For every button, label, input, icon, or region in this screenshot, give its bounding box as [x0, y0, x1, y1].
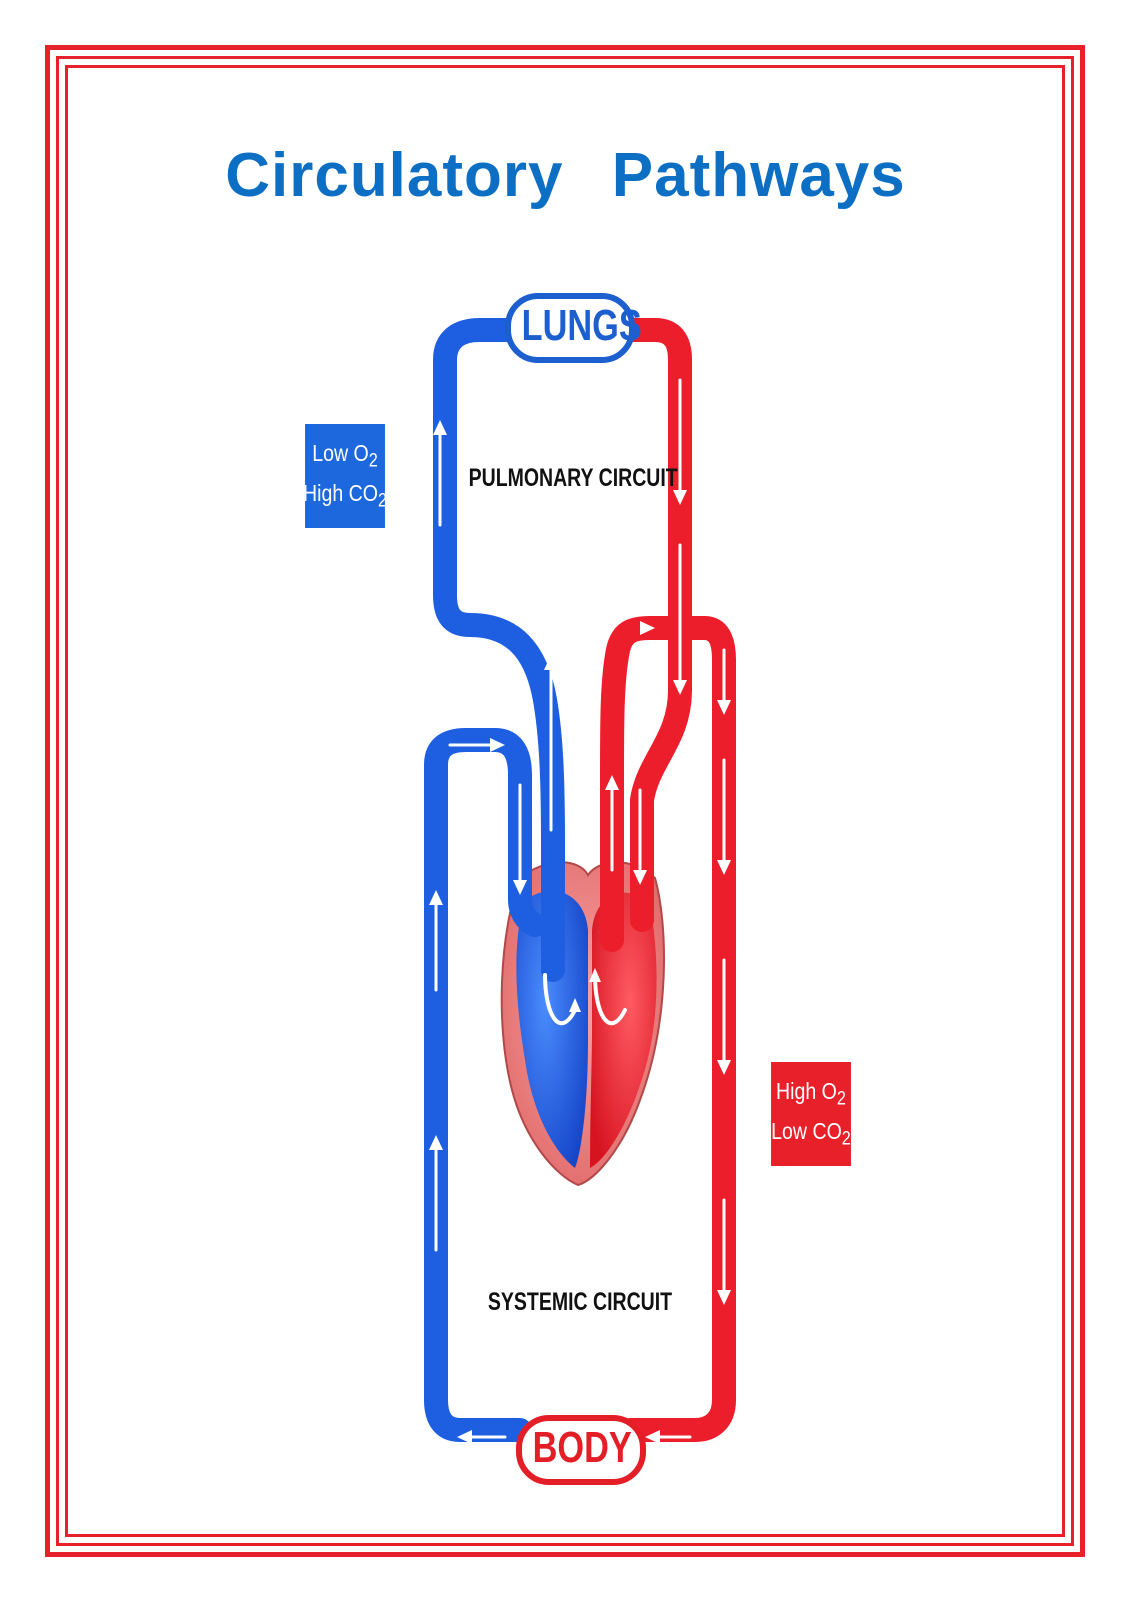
- arrow-up-icon: [569, 998, 581, 1012]
- flow-lines: [434, 378, 726, 1439]
- deoxygenated-condition-box: Low O2 High CO2: [302, 424, 388, 528]
- lungs-pill: [505, 293, 635, 363]
- arrow-up-icon: [544, 655, 558, 670]
- arrow-up-icon: [433, 420, 447, 435]
- pulmonary-vein-vessel: [608, 318, 692, 932]
- condition-line: High O2: [776, 1077, 846, 1110]
- arrow-down-icon: [717, 860, 731, 875]
- arrow-right-icon: [490, 738, 505, 752]
- page-title: Circulatory Pathways: [225, 141, 906, 210]
- vena-cava-vessel: [424, 728, 547, 1442]
- body-pill: [516, 1415, 646, 1485]
- arrow-down-icon: [513, 880, 527, 895]
- arrow-down-icon: [717, 1060, 731, 1075]
- arrow-right-icon: [640, 621, 655, 635]
- arrow-down-icon: [673, 680, 687, 695]
- heart-right-side-shape: [516, 891, 588, 1168]
- lungs-label: LUNGS: [521, 301, 642, 350]
- chamber-flow-arrows: [543, 973, 627, 1026]
- oxygenated-condition-box: High O2 Low CO2: [771, 1062, 851, 1166]
- arrow-down-icon: [633, 870, 647, 885]
- arrow-down-icon: [717, 1290, 731, 1305]
- heart-left-side-shape: [590, 892, 657, 1168]
- page-border-inner: [65, 65, 1065, 1537]
- arrow-left-icon: [457, 1430, 472, 1444]
- condition-line: High CO2: [302, 480, 388, 512]
- arrow-up-icon: [429, 890, 443, 905]
- page-border-middle: [56, 56, 1074, 1546]
- systemic-circuit-label: SYSTEMIC CIRCUIT: [487, 1288, 673, 1316]
- flow-arrows: [429, 420, 731, 1444]
- arrow-up-icon: [429, 1135, 443, 1150]
- arrow-down-icon: [673, 490, 687, 505]
- arrow-left-icon: [645, 1430, 660, 1444]
- page-border-outer: [45, 45, 1085, 1557]
- condition-line: Low CO2: [771, 1118, 851, 1150]
- arrow-up-icon: [605, 775, 619, 790]
- condition-line: Low O2: [312, 439, 378, 472]
- body-label: BODY: [532, 1423, 632, 1472]
- pulmonary-circuit-label: PULMONARY CIRCUIT: [468, 464, 678, 492]
- arrow-down-icon: [717, 700, 731, 715]
- arrow-up-icon: [589, 968, 601, 982]
